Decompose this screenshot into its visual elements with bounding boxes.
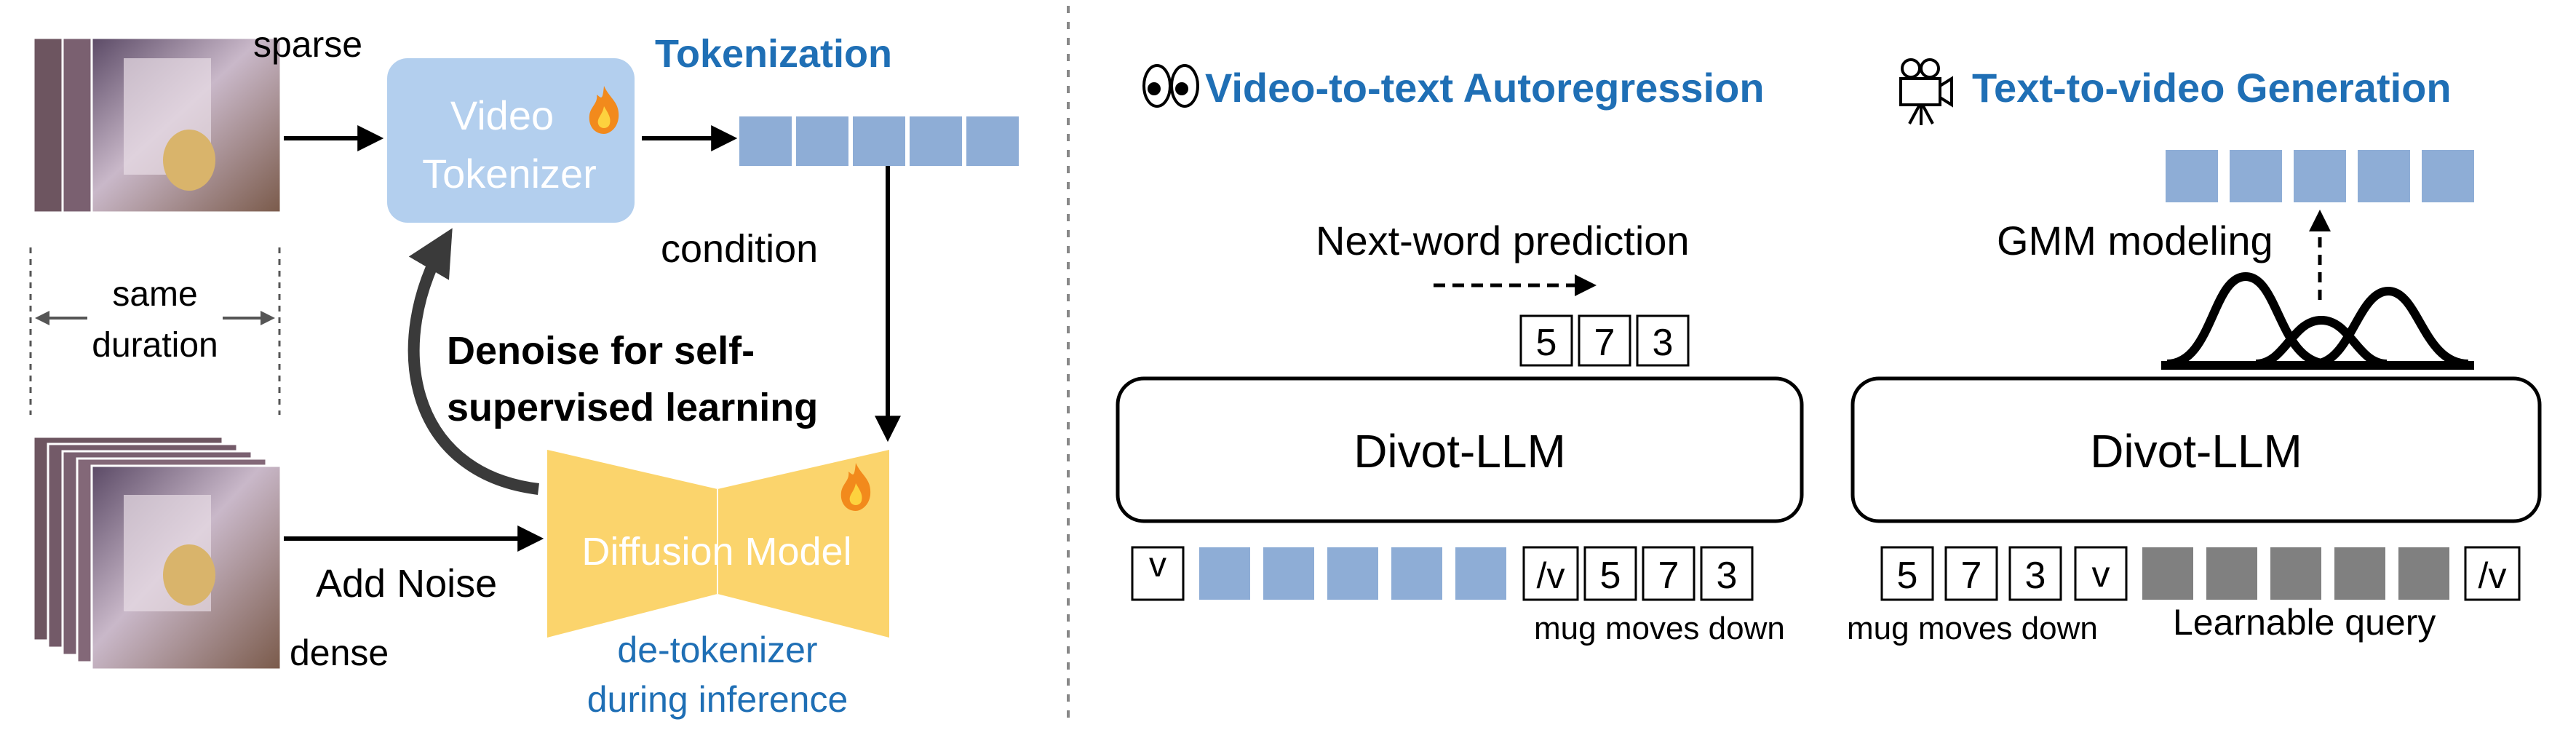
detokenizer-label-line2: during inference <box>587 679 848 720</box>
diffusion-model-label: Diffusion Model <box>581 530 851 574</box>
add-noise-label: Add Noise <box>316 562 497 606</box>
predicted-token: 7 <box>1594 322 1615 364</box>
end-token: /v <box>1537 555 1565 596</box>
predicted-token: 5 <box>1536 322 1557 364</box>
learnable-query-token <box>2206 547 2257 600</box>
divot-llm-label-left: Divot-LLM <box>1353 425 1566 477</box>
video-token <box>1263 547 1314 600</box>
middle-caption: mug moves down <box>1534 611 1785 646</box>
learnable-query-token <box>2398 547 2449 600</box>
divot-llm-box-right <box>1850 376 2542 523</box>
video-tokenizer-box <box>387 58 635 223</box>
duration-label: duration <box>92 326 218 365</box>
text-token: 5 <box>1897 555 1918 597</box>
generated-token <box>2166 150 2218 202</box>
middle-input-row: v /v 5 7 3 <box>1131 546 1754 601</box>
text-token: 7 <box>1961 555 1982 597</box>
predicted-token-row: 5 7 3 <box>1519 314 1690 367</box>
right-title: Text-to-video Generation <box>1972 65 2452 111</box>
middle-title: Video-to-text Autoregression <box>1205 65 1765 111</box>
video-token <box>1327 547 1378 600</box>
denoise-label-line1: Denoise for self- <box>447 329 755 373</box>
generated-token <box>2294 150 2346 202</box>
divot-llm-label-right: Divot-LLM <box>2090 425 2302 477</box>
latent-token <box>966 116 1019 166</box>
detokenizer-label-line1: de-tokenizer <box>617 630 817 670</box>
divot-llm-box-left <box>1116 376 1804 523</box>
start-token: v <box>2092 554 2110 595</box>
latent-token <box>853 116 905 166</box>
predicted-token: 3 <box>1653 322 1674 364</box>
text-token: 5 <box>1600 555 1621 597</box>
video-token <box>1455 547 1506 600</box>
latent-token-row <box>739 116 1019 166</box>
same-label: same <box>112 275 197 314</box>
denoise-feedback-arrow <box>408 228 539 495</box>
learnable-query-token <box>2142 547 2193 600</box>
fire-icon <box>840 463 871 511</box>
camera-icon <box>1899 58 1953 125</box>
text-token: 7 <box>1658 555 1679 597</box>
text-token: 3 <box>2025 555 2046 597</box>
tokenization-title: Tokenization <box>655 32 892 76</box>
sparse-label: sparse <box>253 24 362 65</box>
latent-token <box>796 116 848 166</box>
video-token <box>1199 547 1250 600</box>
generated-token <box>2358 150 2410 202</box>
right-input-row: 5 7 3 v /v <box>1880 546 2521 601</box>
latent-token <box>910 116 962 166</box>
right-caption: mug moves down <box>1847 611 2098 646</box>
latent-token <box>739 116 792 166</box>
condition-label: condition <box>661 227 818 271</box>
right-panel: Text-to-video Generation GMM modeling Di… <box>1847 58 2542 646</box>
generated-token-row <box>2166 150 2474 202</box>
video-token <box>1391 547 1442 600</box>
text-token: 3 <box>1717 555 1738 597</box>
gmm-label: GMM modeling <box>1997 218 2273 263</box>
start-token: v <box>1149 546 1166 584</box>
sparse-video-frames <box>32 36 282 214</box>
generated-token <box>2230 150 2282 202</box>
diffusion-left-half <box>547 450 717 638</box>
tokenizer-label-line1: Video <box>450 92 554 138</box>
generated-token <box>2422 150 2474 202</box>
end-token: /v <box>2478 555 2507 596</box>
learnable-query-token <box>2270 547 2321 600</box>
gmm-curves <box>2161 271 2474 370</box>
middle-panel: Video-to-text Autoregression Next-word p… <box>1116 64 1804 646</box>
dense-video-frames <box>32 435 282 671</box>
same-duration-bracket <box>29 247 281 415</box>
eyes-icon <box>1142 64 1199 108</box>
learnable-query-token <box>2334 547 2385 600</box>
tokenizer-label-line2: Tokenizer <box>422 151 597 197</box>
fire-icon <box>589 86 619 134</box>
left-panel: sparse same duration dense Video Tokeniz… <box>29 24 1019 720</box>
next-word-label: Next-word prediction <box>1316 218 1690 263</box>
learnable-query-label: Learnable query <box>2173 602 2436 643</box>
denoise-label-line2: supervised learning <box>447 386 818 429</box>
dense-label: dense <box>290 632 389 673</box>
